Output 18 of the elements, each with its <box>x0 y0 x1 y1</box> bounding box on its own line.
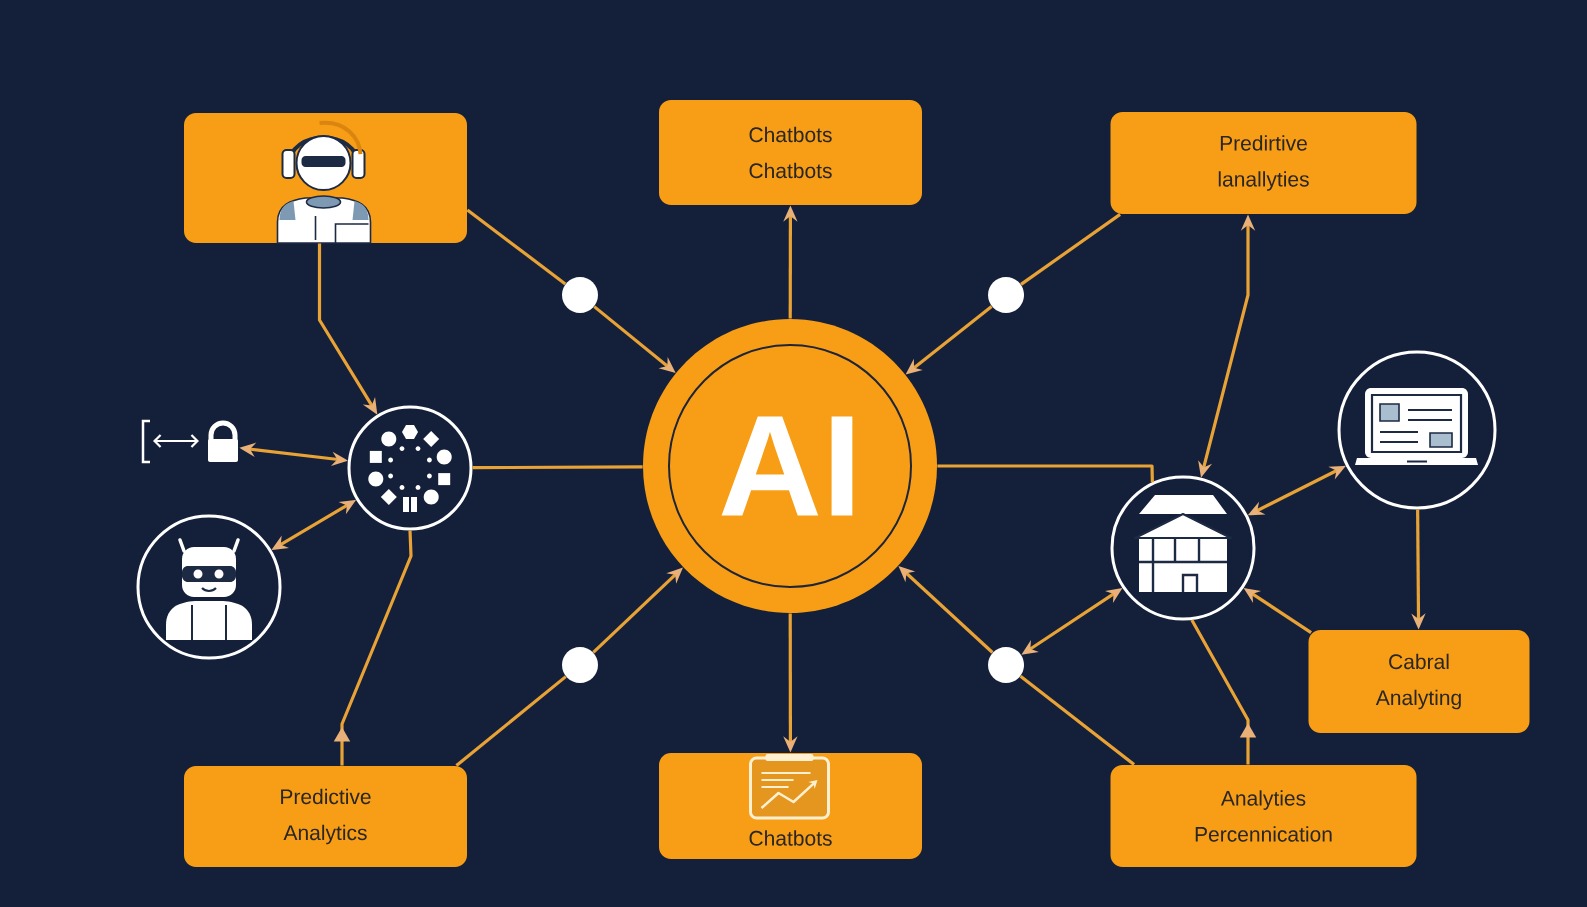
connector-line <box>937 464 1154 483</box>
junction-dot <box>562 277 598 313</box>
arrow <box>1190 619 1257 765</box>
junction-dot <box>988 647 1024 683</box>
process-box: Predictive Analytics <box>184 766 467 867</box>
process-box: Predirtive lanallyties <box>1110 112 1417 214</box>
junction-dot <box>562 647 598 683</box>
process-box: Chatbots Chatbots <box>659 100 922 205</box>
junction-dot <box>988 277 1024 313</box>
connector-line <box>1020 213 1122 286</box>
connector-line <box>466 208 567 286</box>
connector-line <box>472 465 643 470</box>
process-box: Analyties Percennication <box>1110 765 1417 867</box>
arrow <box>333 530 413 766</box>
process-box: Cabral Analyting <box>1308 630 1530 733</box>
lock-icon <box>141 419 238 464</box>
connector-line <box>1019 675 1136 766</box>
connector-line <box>455 675 567 767</box>
